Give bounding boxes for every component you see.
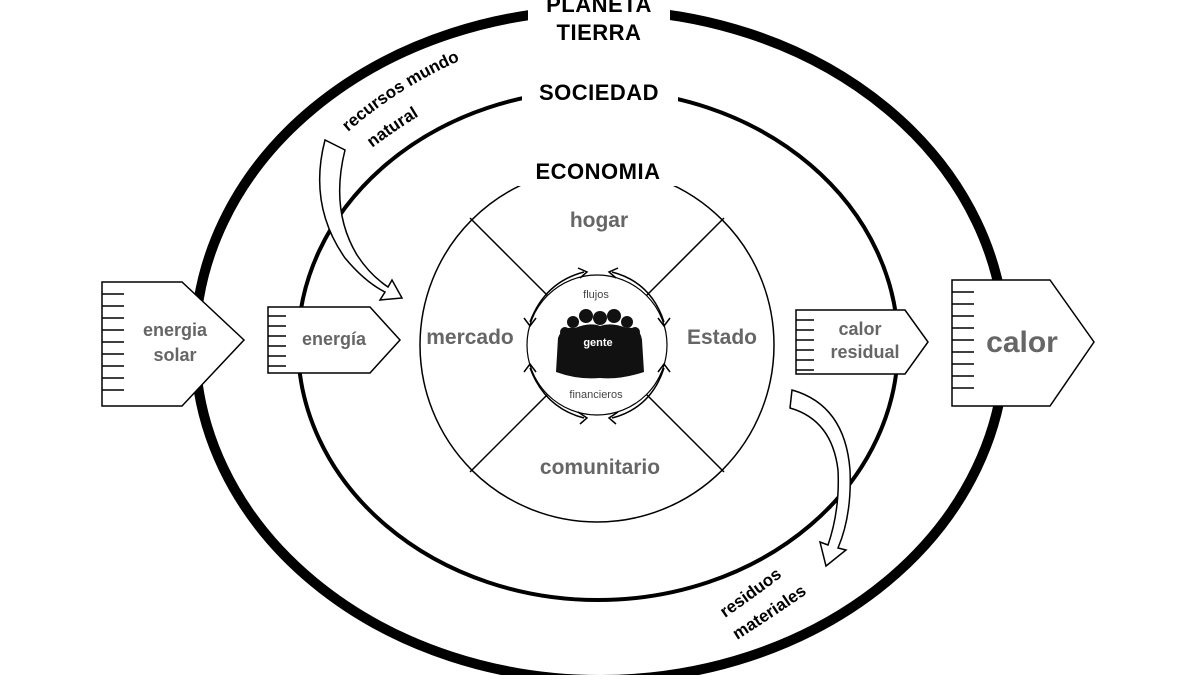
energia-solar-label-line2: solar (153, 345, 196, 365)
energia-arrow (267, 306, 402, 374)
recursos-inflow-arrow (318, 138, 404, 301)
residuos-outflow-arrow (789, 389, 851, 568)
planeta-label-line2: TIERRA (557, 20, 642, 45)
energia-label: energía (302, 329, 367, 349)
calor-residual-label-line2: residual (830, 342, 899, 362)
comunitario-label: comunitario (540, 456, 660, 479)
mercado-label: mercado (426, 326, 514, 349)
economia-label-bg (518, 156, 678, 186)
financieros-label: financieros (569, 389, 623, 401)
calor-label: calor (986, 326, 1058, 359)
gente-label: gente (583, 337, 612, 349)
energia-solar-label-line1: energia (143, 320, 208, 340)
calor-residual-label-line1: calor (838, 319, 881, 339)
energia-solar-arrow (101, 281, 246, 407)
divider-top-right (643, 217, 725, 299)
divider-bottom-right (643, 391, 725, 473)
gente-silhouette (556, 309, 644, 379)
flujos-label: flujos (583, 289, 609, 301)
flujos-financieros-arrows (523, 267, 671, 425)
planeta-label-bg (528, 0, 670, 46)
planeta-label-line1: PLANETA (546, 0, 652, 17)
calor-residual-arrow (795, 309, 929, 375)
sociedad-label: SOCIEDAD (539, 80, 659, 105)
sociedad-label-bg (522, 76, 678, 106)
hogar-label: hogar (570, 209, 628, 232)
divider-top-left (469, 217, 551, 299)
divider-bottom-left (469, 391, 551, 473)
calor-arrow (951, 279, 1095, 407)
estado-label: Estado (687, 326, 757, 349)
economia-label: ECONOMIA (536, 159, 661, 184)
